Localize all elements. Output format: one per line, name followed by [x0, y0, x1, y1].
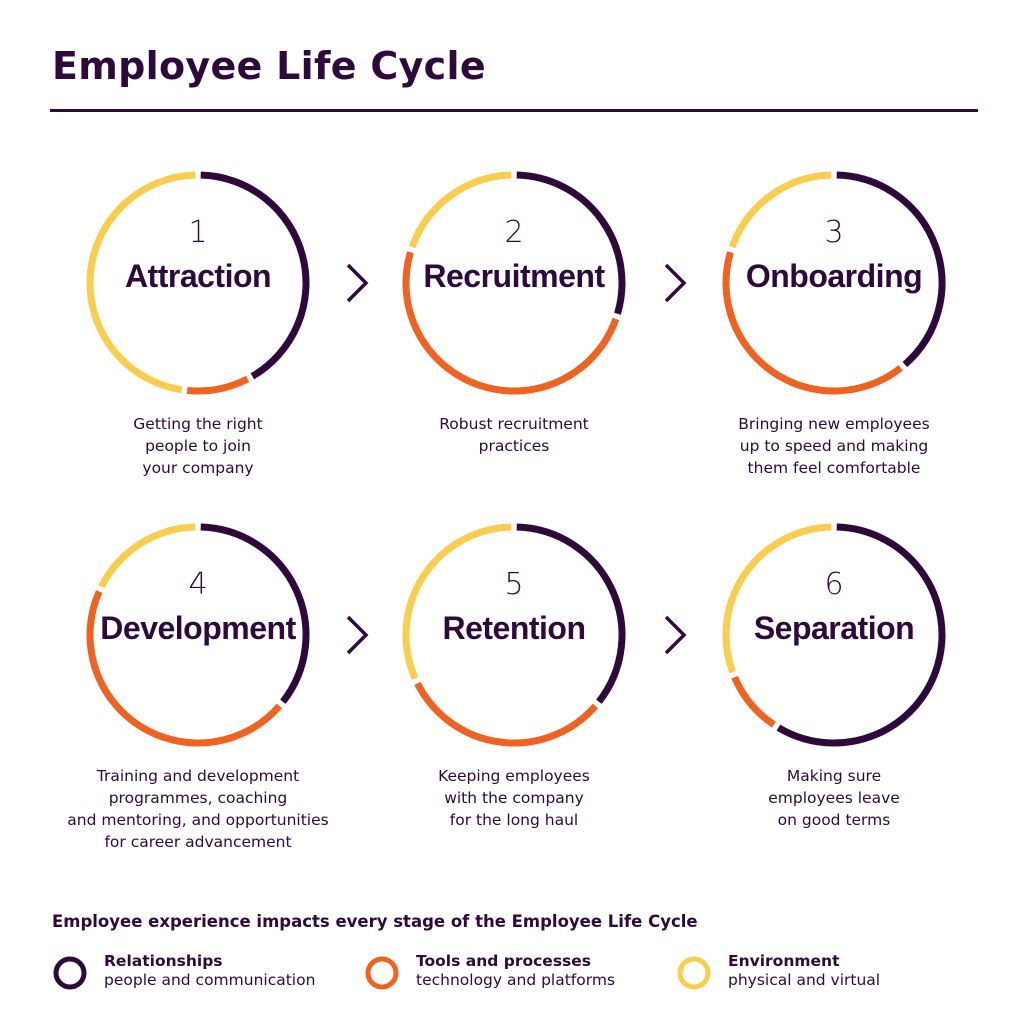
footer-heading: Employee experience impacts every stage … — [52, 912, 698, 931]
stage-separation: 6 Separation Making sure employees leave… — [674, 520, 994, 850]
stage-ring — [86, 171, 310, 395]
ring-segment-relationships — [516, 523, 626, 704]
ring-segment-relationships — [836, 171, 946, 368]
stage-description: Bringing new employees up to speed and m… — [738, 415, 930, 477]
stage-name: Separation — [753, 610, 915, 646]
ring-segment-relationships — [516, 171, 626, 315]
ring-segment-relationships — [200, 171, 310, 380]
stage-ring — [402, 523, 626, 747]
legend-item-relationships: Relationships people and communication — [52, 952, 352, 992]
ring-segment-environment — [408, 171, 512, 249]
legend-subtitle: physical and virtual — [728, 971, 881, 989]
stage-development: 4 Development Training and development p… — [38, 520, 358, 851]
legend-title: Environment — [728, 952, 840, 970]
stage-description: Robust recruitment practices — [439, 415, 589, 455]
stage-number: 1 — [188, 215, 208, 250]
ring-icon — [365, 956, 399, 990]
ring-segment-relationships — [200, 523, 310, 704]
ring-segment-environment — [98, 523, 196, 589]
stage-name: Attraction — [124, 258, 272, 294]
ring-segment-tools — [414, 681, 599, 747]
stage-onboarding: 3 Onboarding Bringing new employees up t… — [674, 168, 994, 498]
stage-name: Recruitment — [423, 258, 605, 294]
stage-ring — [722, 523, 946, 747]
stage-number: 5 — [504, 567, 524, 602]
ring-segment-tools — [186, 375, 250, 395]
legend-swatch — [677, 956, 711, 990]
chevron-right-icon — [346, 263, 369, 303]
stage-name: Retention — [442, 610, 586, 646]
stage-ring — [86, 523, 310, 747]
stage-description: Making sure employees leave on good term… — [768, 767, 900, 829]
ring-icon — [677, 956, 711, 990]
legend-swatch — [365, 956, 399, 990]
ring-segment-tools — [86, 590, 283, 747]
page-title: Employee Life Cycle — [52, 44, 486, 88]
stage-ring — [402, 171, 626, 395]
stage-description: Keeping employees with the company for t… — [438, 767, 590, 829]
ring-segment-tools — [402, 251, 620, 395]
legend-subtitle: people and communication — [104, 971, 316, 989]
chevron-right-icon — [346, 615, 369, 655]
stage-name: Onboarding — [745, 258, 923, 294]
ring-segment-environment — [722, 523, 832, 674]
title-divider — [50, 109, 978, 112]
stage-recruitment: 2 Recruitment Robust recruitment practic… — [354, 168, 674, 498]
stage-attraction: 1 Attraction Getting the right people to… — [38, 168, 358, 498]
legend-subtitle: technology and platforms — [416, 971, 616, 989]
stage-number: 2 — [504, 215, 524, 250]
ring-segment-relationships — [776, 523, 946, 747]
legend-swatch — [53, 956, 87, 990]
stage-ring — [722, 171, 946, 395]
chevron-right-icon — [664, 263, 687, 303]
chevron-right-icon — [664, 615, 687, 655]
ring-segment-environment — [728, 171, 832, 249]
stage-name: Development — [100, 610, 296, 646]
legend-title: Tools and processes — [416, 952, 592, 970]
ring-icon — [53, 956, 87, 990]
ring-segment-environment — [86, 171, 196, 394]
stage-number: 3 — [824, 215, 844, 250]
legend-item-tools: Tools and processes technology and platf… — [364, 952, 664, 992]
stage-retention: 5 Retention Keeping employees with the c… — [354, 520, 674, 850]
legend-title: Relationships — [104, 952, 223, 970]
stage-number: 6 — [824, 567, 844, 602]
ring-segment-tools — [731, 675, 776, 728]
ring-segment-environment — [402, 523, 512, 680]
legend-item-environment: Environment physical and virtual — [676, 952, 976, 992]
stage-number: 4 — [188, 567, 208, 602]
stage-description: Getting the right people to join your co… — [133, 415, 263, 477]
stage-description: Training and development programmes, coa… — [67, 767, 329, 851]
ring-segment-tools — [722, 251, 903, 395]
